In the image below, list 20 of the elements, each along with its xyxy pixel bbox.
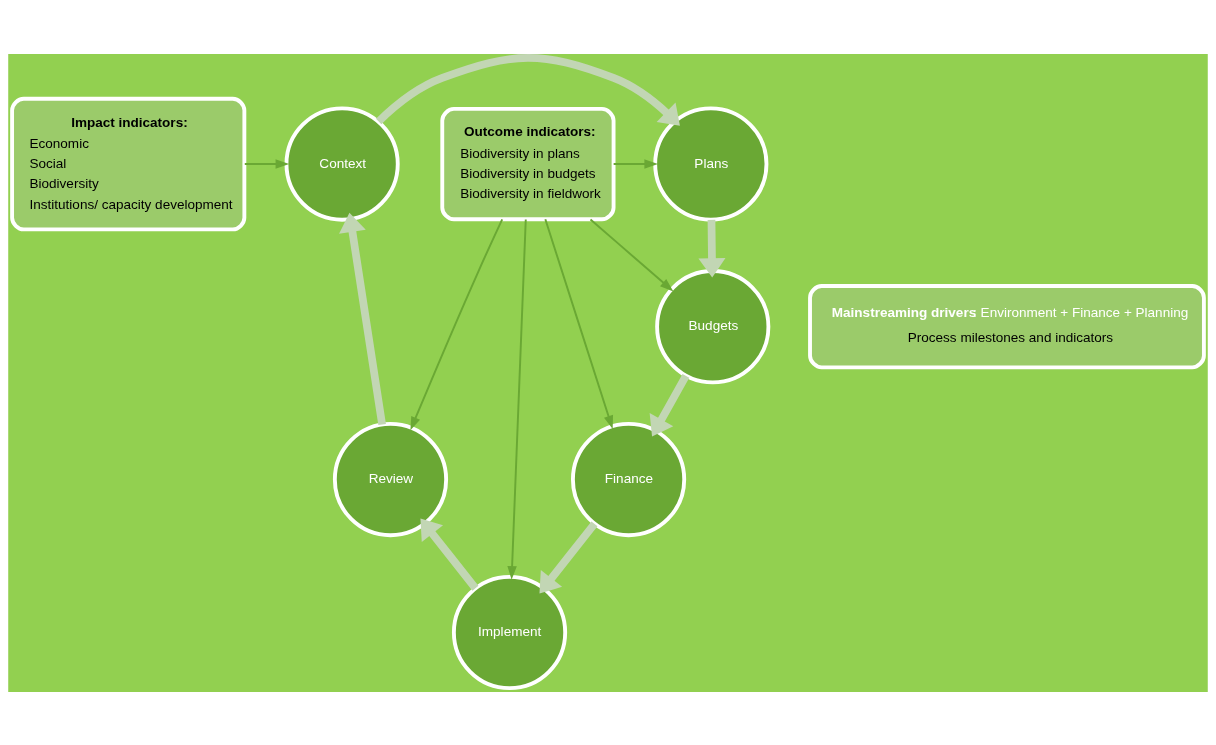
arrow — [698, 219, 726, 278]
arrow — [410, 217, 504, 430]
node-circle: Context — [284, 106, 400, 222]
node-circle: Finance — [571, 421, 687, 537]
node-box: Impact indicators: Economic Social Biodiversity Institutions/ capacity development — [10, 96, 247, 231]
node-circle: Plans — [653, 106, 769, 222]
arrow — [507, 218, 527, 580]
arrow — [339, 212, 386, 425]
arrow — [243, 158, 290, 169]
arrow — [612, 158, 658, 169]
node-circle: Implement — [451, 574, 568, 690]
node-circle: Review — [332, 421, 449, 537]
arrow — [649, 373, 690, 437]
arrow — [589, 217, 674, 291]
arrow — [420, 518, 479, 591]
arrow — [539, 520, 598, 594]
node-circle: Budgets — [655, 268, 771, 384]
arrow — [544, 217, 614, 429]
node-box: Outcome indicators: Biodiversity in plans Biodiversity in budgets Biodiversity in fieldwork — [440, 106, 616, 221]
arrow — [376, 53, 680, 126]
